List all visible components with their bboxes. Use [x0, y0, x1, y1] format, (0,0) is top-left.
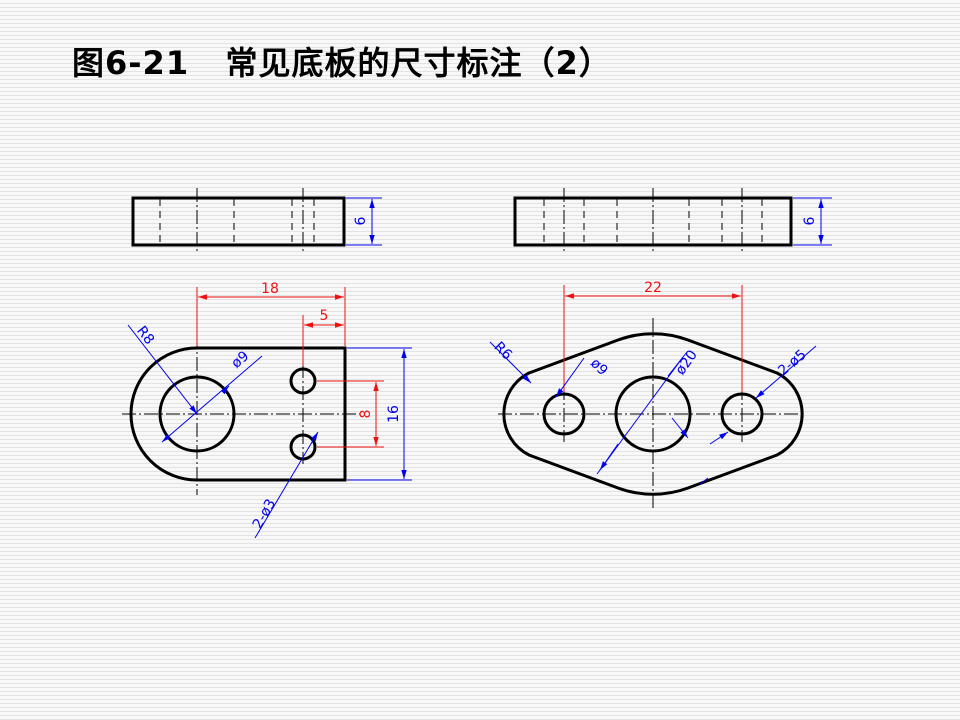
- dim-18-label: 18: [261, 281, 279, 297]
- right-top-view: 6: [513, 188, 832, 254]
- right-top-height-dimension: [793, 197, 832, 246]
- right-blue-dimensions: [489, 341, 817, 485]
- right-red-dimensions: [563, 285, 743, 392]
- r8-leader: [127, 324, 198, 415]
- left-top-view-outline: [131, 196, 346, 247]
- left-phi9-label: ø9: [229, 348, 253, 371]
- slide-title: 图6-21 常见底板的尺寸标注（2）: [72, 44, 612, 82]
- right-front-view: [498, 318, 806, 510]
- left-blue-dimensions: [127, 324, 412, 539]
- left-top-height-label: 6: [353, 216, 369, 225]
- two-phi5-label: 2-ø5: [775, 347, 809, 379]
- right-plate-outline: [502, 332, 804, 496]
- two-phi3-leader: [254, 431, 319, 539]
- left-plate-outline: [129, 346, 347, 482]
- r6-leader: [489, 341, 532, 384]
- left-phi9-leader: [161, 355, 263, 443]
- left-top-view: 6: [131, 188, 382, 254]
- dim-8-label: 8: [358, 410, 374, 419]
- left-front-view: [122, 335, 360, 495]
- phi20-label: ø20: [673, 347, 701, 378]
- r6-label: R6: [491, 339, 516, 364]
- dim-5-label: 5: [320, 308, 329, 324]
- left-red-dimensions: [196, 287, 384, 448]
- dim-16-label: 16: [386, 405, 402, 423]
- two-phi5-leader: [755, 345, 817, 399]
- right-top-height-label: 6: [802, 216, 818, 225]
- left-top-height-dimension: [346, 197, 382, 246]
- right-phi9-label: ø9: [587, 355, 611, 379]
- right-part: 6 22: [489, 188, 832, 510]
- right-phi9-leader: [555, 357, 585, 398]
- two-phi3-label: 2-ø3: [250, 496, 280, 531]
- dim-22-label: 22: [644, 280, 662, 296]
- r8-label: R8: [133, 323, 157, 348]
- left-part: 6 18 5: [122, 188, 412, 539]
